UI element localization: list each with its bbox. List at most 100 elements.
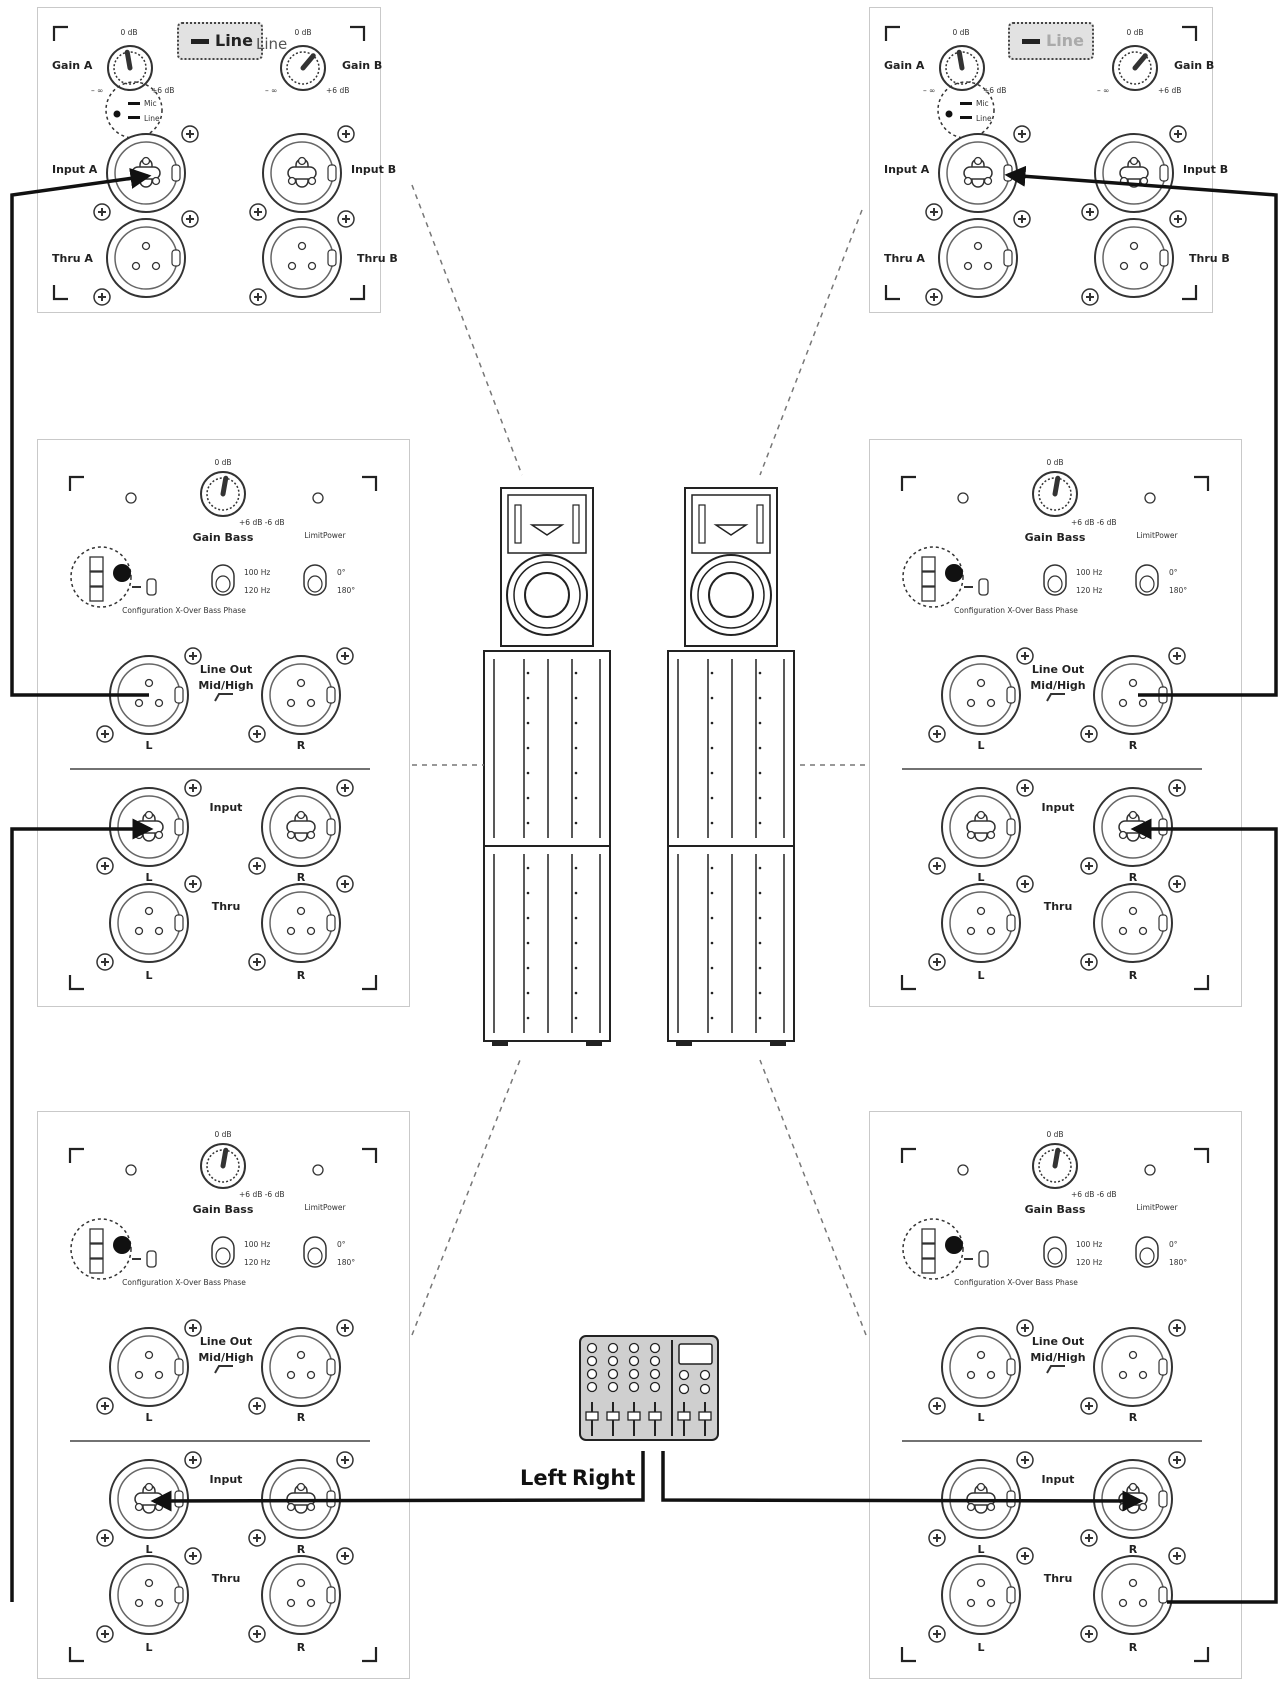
- bottom-right-gain-bass-knob-icon: [1032, 1143, 1078, 1189]
- screw-icon: [1080, 725, 1098, 743]
- screw-icon: [1016, 779, 1034, 797]
- corner: [362, 1647, 378, 1663]
- left-speaker-stack: [483, 487, 611, 1046]
- mixer-knob-icon: [586, 1342, 598, 1354]
- screw-icon: [1168, 1451, 1186, 1469]
- top-right-gain-a-plus6: +6 dB: [983, 86, 1007, 95]
- screw-icon: [1013, 210, 1031, 228]
- jack-pin: [131, 261, 141, 271]
- screw-icon: [184, 1319, 202, 1337]
- line-badge-left: Line: [177, 22, 263, 60]
- config-block-icon: [89, 1258, 104, 1274]
- jack-latch: [1003, 249, 1013, 267]
- line-out-glyph-icon: [214, 1365, 233, 1374]
- led-icon: [312, 492, 324, 504]
- screw-icon: [925, 203, 943, 221]
- mixer-knob-icon: [699, 1369, 711, 1381]
- top-right-gain-a-minus: – ∞: [923, 86, 936, 95]
- knob-pointer: [300, 53, 316, 71]
- subwoofer-cabinet-icon: [667, 650, 795, 847]
- jack-pin: [986, 1502, 996, 1512]
- jack-pin: [306, 1502, 316, 1512]
- sub-bolt: [574, 696, 578, 700]
- foot-icon: [492, 1040, 508, 1046]
- jack-latch: [171, 164, 181, 182]
- bottom-right-panel: [869, 1111, 1242, 1679]
- fader-cap-icon: [677, 1411, 691, 1421]
- jack-latch: [326, 1358, 336, 1376]
- sub-bolt: [526, 941, 530, 945]
- screw-icon: [336, 647, 354, 665]
- jack-pin: [306, 926, 316, 936]
- jack-pin: [307, 176, 317, 186]
- jack-pin: [976, 678, 986, 688]
- jack-pin: [154, 1502, 164, 1512]
- screw-icon: [1016, 1451, 1034, 1469]
- config-block-icon: [921, 1243, 936, 1259]
- jack-latch: [1006, 1586, 1016, 1604]
- signal-cable: [1004, 165, 1278, 697]
- sub-bolt: [574, 866, 578, 870]
- mixer-knob-icon: [628, 1381, 640, 1393]
- top-left-gain-a-label: Gain A: [52, 59, 93, 72]
- mid-right-line-out-l-xlr-jack-icon: [928, 647, 1034, 743]
- sub-bolt: [758, 696, 762, 700]
- jack-inner: [117, 1563, 181, 1627]
- jack-latch: [326, 914, 336, 932]
- jack-latch: [326, 1586, 336, 1604]
- jack-latch: [174, 818, 184, 836]
- top-right-gain-a-knob-icon: [939, 45, 985, 91]
- sub-bolt: [710, 796, 714, 800]
- bottom-left-thru-label: Thru: [211, 1572, 241, 1585]
- jack-latch: [326, 818, 336, 836]
- jack-pin: [141, 241, 151, 251]
- screw-icon: [181, 210, 199, 228]
- jack-pin: [963, 261, 973, 271]
- sub-bolt: [574, 966, 578, 970]
- sub-bolt: [710, 941, 714, 945]
- mid-right-out-l: L: [977, 739, 985, 752]
- top-right-thru-b-label: Thru B: [1189, 252, 1230, 265]
- mid-left-panel: [37, 439, 410, 1007]
- toggle-lever: [215, 575, 231, 593]
- jack-pin: [296, 1350, 306, 1360]
- screw-icon: [1080, 1397, 1098, 1415]
- screw-icon: [248, 725, 266, 743]
- fader-cap-icon: [698, 1411, 712, 1421]
- config-block-icon: [89, 1228, 104, 1244]
- sub-bolt: [526, 966, 530, 970]
- screw-icon: [337, 210, 355, 228]
- top-right-gain-a-label: Gain A: [884, 59, 925, 72]
- screw-icon: [96, 953, 114, 971]
- jack-pin: [144, 810, 154, 820]
- mid-right-in-l: L: [977, 871, 985, 884]
- sub-bolt: [710, 696, 714, 700]
- mid-left-100hz: 100 Hz: [244, 568, 271, 577]
- jack-pin: [296, 678, 306, 688]
- jack-slot: [966, 820, 996, 834]
- config-block-icon: [921, 586, 936, 602]
- jack-pin: [966, 926, 976, 936]
- sub-bolt: [710, 746, 714, 750]
- jack-pin: [986, 1370, 996, 1380]
- config-block-icon: [978, 1250, 989, 1268]
- corner: [52, 25, 68, 41]
- xover-toggle-icon: [211, 564, 235, 596]
- foot-icon: [586, 1040, 602, 1046]
- bottom-left-limit-power-label: LimitPower: [304, 1203, 346, 1212]
- jack-pin: [1119, 261, 1129, 271]
- line-out-glyph-icon: [1046, 1365, 1065, 1374]
- sub-bolt: [758, 821, 762, 825]
- bottom-left-out-r: R: [296, 1411, 306, 1424]
- config-selected-dot-icon: [945, 1236, 963, 1254]
- toggle-lever: [1139, 575, 1155, 593]
- foot-icon: [770, 1040, 786, 1046]
- bottom-right-out-r: R: [1128, 1411, 1138, 1424]
- top-left-mic-label: Mic: [144, 99, 157, 108]
- sub-bolt: [574, 821, 578, 825]
- bottom-right-180deg: 180°: [1169, 1258, 1188, 1267]
- jack-latch: [1006, 818, 1016, 836]
- sub-bolt: [574, 721, 578, 725]
- sub-bolt: [526, 796, 530, 800]
- mid-right-0deg: 0°: [1169, 568, 1178, 577]
